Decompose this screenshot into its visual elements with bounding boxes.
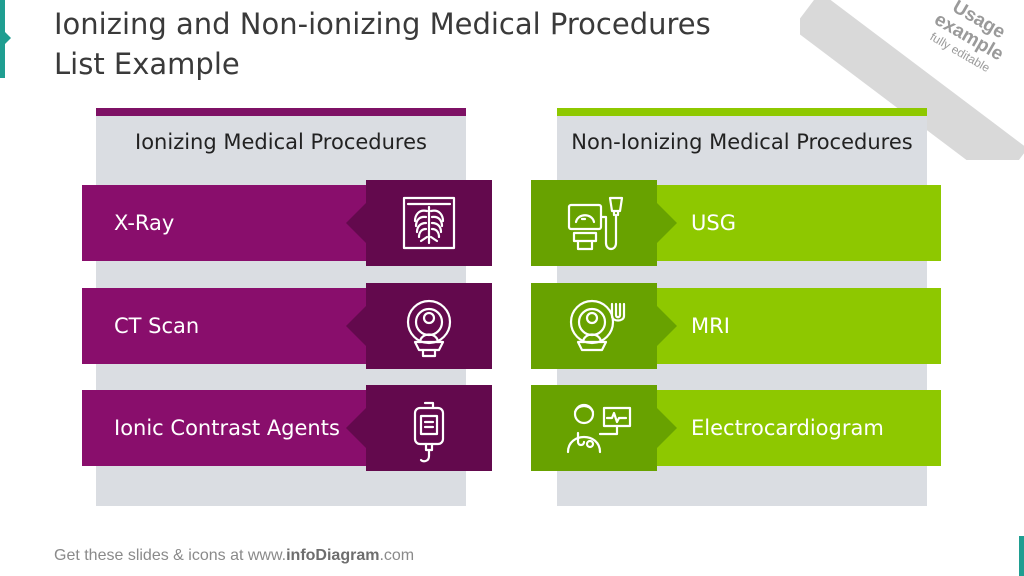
ct-scanner-icon (346, 283, 492, 369)
list-item-label: CT Scan (114, 314, 200, 338)
footer-suffix: .com (379, 547, 415, 564)
footer-credit: Get these slides & icons at www.infoDiag… (54, 547, 414, 565)
ultrasound-machine-icon (531, 180, 677, 266)
non-ionizing-panel-topbar (557, 108, 927, 116)
iv-bag-icon (346, 385, 492, 471)
ionizing-panel-heading: Ionizing Medical Procedures (135, 130, 427, 154)
list-item-label: X-Ray (114, 211, 175, 235)
xray-chest-icon (346, 180, 492, 266)
ionizing-panel-topbar (96, 108, 466, 116)
left-accent-bar (0, 0, 11, 78)
title-line-1: Ionizing and Non-ionizing Medical Proced… (54, 7, 711, 41)
page-title: Ionizing and Non-ionizing Medical Proced… (54, 4, 711, 84)
mri-scanner-icon (531, 283, 677, 369)
list-item-label: USG (691, 211, 736, 235)
list-item-label: MRI (691, 314, 730, 338)
footer-brand: infoDiagram (286, 547, 380, 564)
title-line-2: List Example (54, 47, 240, 81)
right-accent-bar (1019, 536, 1024, 576)
list-item-label: Ionic Contrast Agents (114, 416, 340, 440)
non-ionizing-panel-heading: Non-Ionizing Medical Procedures (571, 130, 913, 154)
footer-prefix: Get these slides & icons at www. (54, 547, 287, 564)
ecg-doctor-icon (531, 385, 677, 471)
list-item-label: Electrocardiogram (691, 416, 884, 440)
